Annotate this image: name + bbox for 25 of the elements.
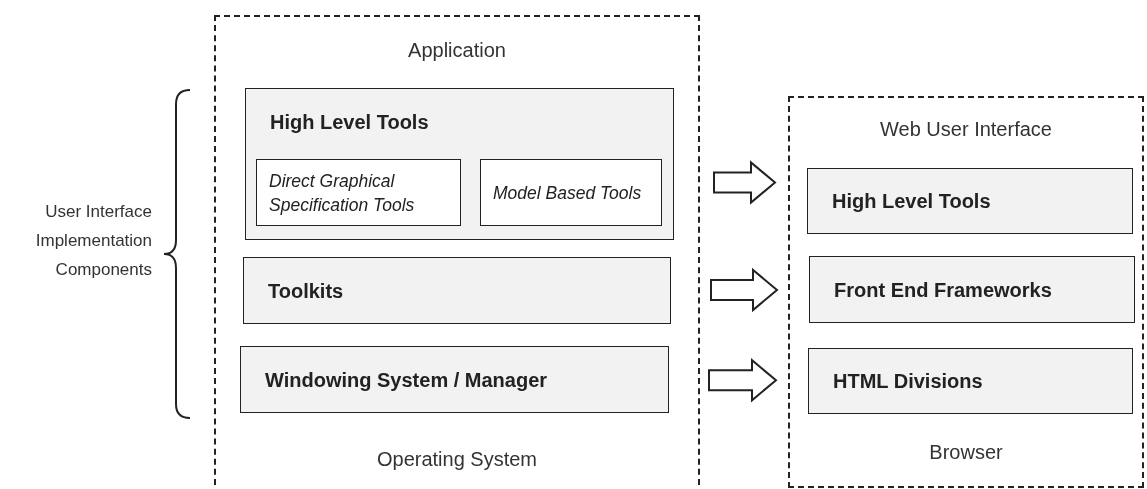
layer-box bbox=[807, 168, 1133, 234]
container-title: Application bbox=[407, 39, 507, 62]
tool-label: Direct Graphical Specification Tools bbox=[269, 169, 416, 217]
side-label: User Interface Implementation Components bbox=[34, 201, 152, 281]
layer-box bbox=[243, 257, 671, 324]
dashed-container bbox=[788, 96, 1144, 488]
layer-box bbox=[808, 348, 1133, 414]
tool-label: Model Based Tools bbox=[493, 181, 643, 205]
container-footer: Operating System bbox=[216, 448, 698, 471]
layer-box bbox=[240, 346, 669, 413]
layer-label: High Level Tools bbox=[270, 111, 429, 134]
layer-label: Windowing System / Manager bbox=[265, 368, 548, 391]
layer-label: High Level Tools bbox=[832, 189, 991, 213]
block-arrow bbox=[708, 358, 778, 403]
layer-label: HTML Divisions bbox=[833, 369, 983, 393]
layer-label: Toolkits bbox=[268, 279, 344, 302]
tool-box bbox=[256, 159, 461, 226]
block-arrow bbox=[713, 160, 777, 205]
container-title: Web User Interface bbox=[879, 118, 1053, 141]
container-footer: Browser bbox=[790, 441, 1142, 464]
tool-box bbox=[480, 159, 662, 226]
layer-box bbox=[245, 88, 674, 240]
block-arrow bbox=[710, 267, 779, 313]
layer-box bbox=[809, 256, 1135, 323]
layer-label: Front End Frameworks bbox=[834, 278, 1052, 301]
